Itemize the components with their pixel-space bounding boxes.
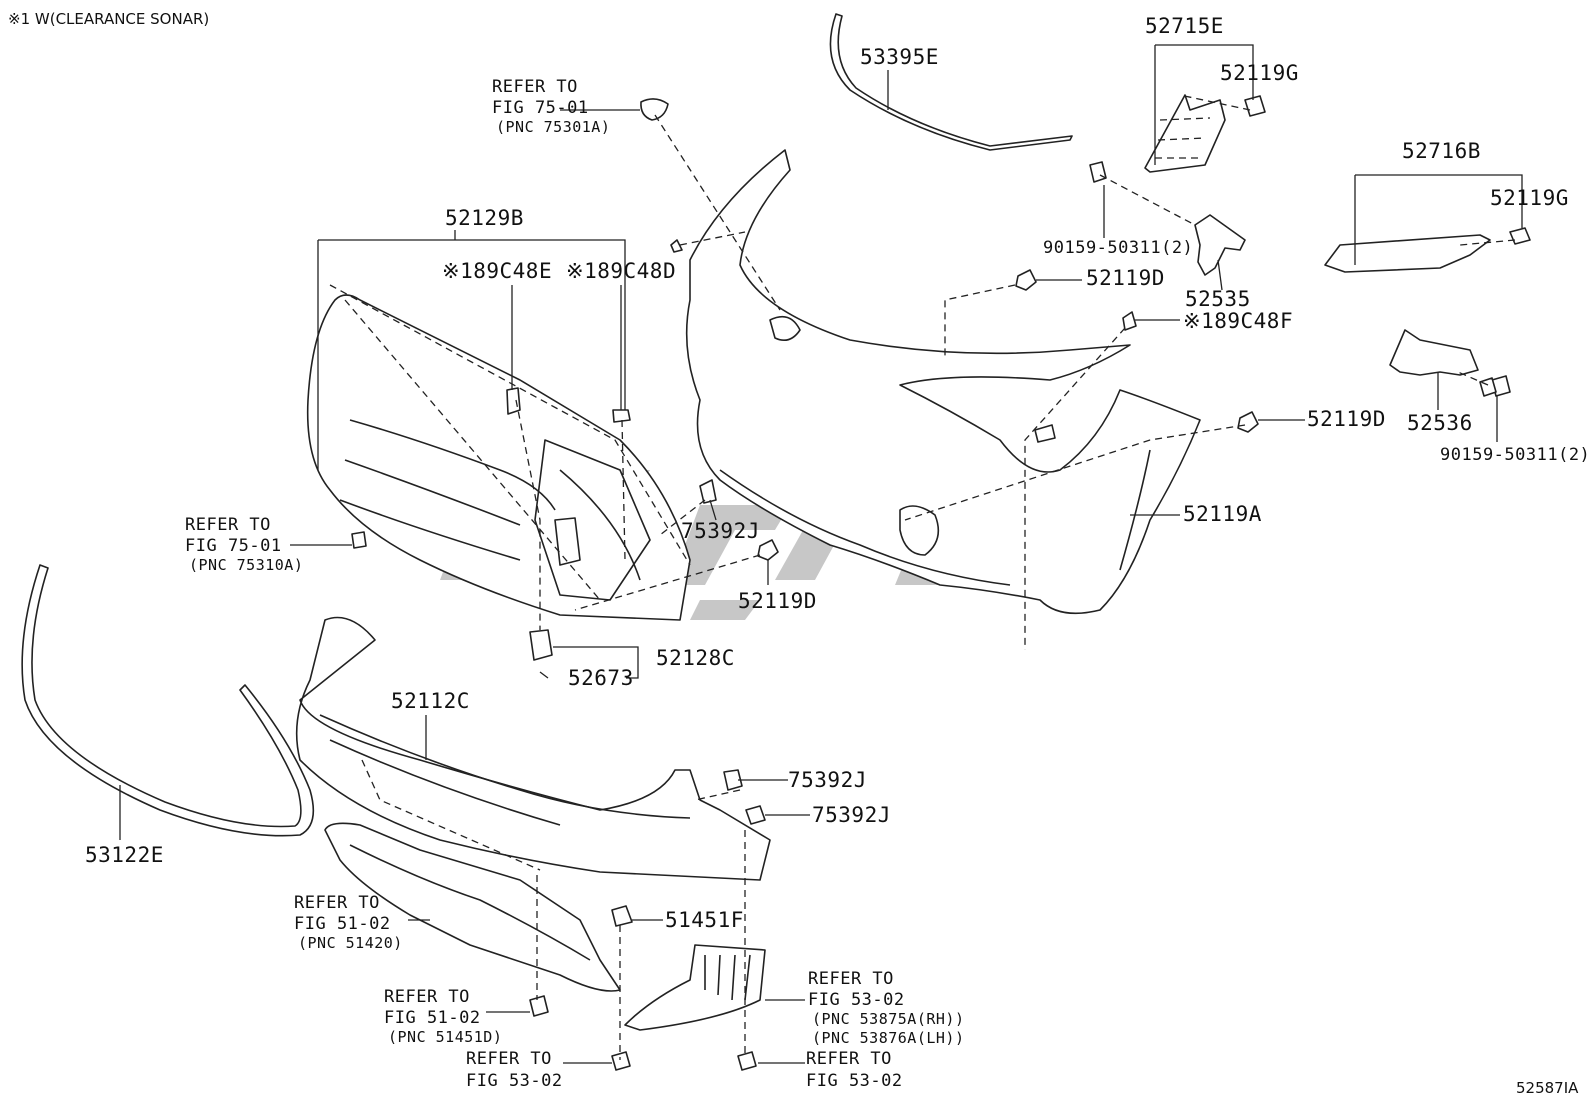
svg-text:(PNC 53876A(LH)): (PNC 53876A(LH))	[812, 1029, 965, 1047]
label-53395E: 53395E	[860, 45, 939, 69]
label-189C48E: ※189C48E	[442, 259, 552, 283]
label-189C48F: ※189C48F	[1183, 309, 1293, 333]
svg-text:REFER TO: REFER TO	[806, 1049, 892, 1069]
molding-53122E-drawing	[21, 564, 315, 837]
clip-small-top-icon	[670, 239, 683, 253]
label-52128C: 52128C	[656, 646, 735, 670]
label-51451F: 51451F	[665, 908, 744, 932]
ref-under-cover: REFER TO FIG 51-02 (PNC 51420)	[294, 893, 403, 952]
splash-shield-drawing	[624, 944, 766, 1031]
svg-text:REFER TO: REFER TO	[466, 1049, 552, 1069]
label-52673: 52673	[568, 666, 634, 690]
svg-text:REFER TO: REFER TO	[185, 515, 271, 535]
clip-52119D-a-icon	[1015, 269, 1037, 291]
label-52119G-top: 52119G	[1220, 61, 1299, 85]
label-52536: 52536	[1407, 411, 1473, 435]
clip-51451F-icon	[611, 905, 633, 927]
ref-under-bolt: REFER TO FIG 51-02 (PNC 51451D)	[384, 987, 502, 1046]
figure-id: 52587IA	[1516, 1079, 1579, 1097]
label-75392J-2: 75392J	[788, 768, 867, 792]
clip-75392J-c-icon	[745, 805, 766, 825]
assembly-dashes	[329, 94, 1516, 1060]
absorber-52112C-drawing	[295, 616, 771, 881]
svg-text:FIG 53-02: FIG 53-02	[466, 1071, 563, 1091]
bolt-bottom-icon	[611, 1051, 631, 1071]
svg-text:FIG 53-02: FIG 53-02	[808, 990, 905, 1010]
clip-52119D-b-icon	[1237, 411, 1259, 433]
grille-52129B-drawing	[306, 294, 691, 621]
spring-52673-icon	[529, 629, 553, 661]
bracket-52535-drawing	[1089, 161, 1246, 276]
svg-text:FIG 53-02: FIG 53-02	[806, 1071, 903, 1091]
svg-text:(PNC 75310A): (PNC 75310A)	[189, 556, 303, 574]
label-52129B: 52129B	[445, 206, 524, 230]
clip-189C48E-icon	[506, 387, 521, 415]
label-52119D-1: 52119D	[1086, 266, 1165, 290]
header-note: ※1 W(CLEARANCE SONAR)	[8, 10, 209, 28]
svg-text:FIG 75-01: FIG 75-01	[492, 98, 589, 118]
ref-bottom-clip: REFER TO FIG 53-02	[466, 1049, 563, 1091]
svg-text:(PNC 51420): (PNC 51420)	[298, 934, 403, 952]
label-90159-top: 90159-50311(2)	[1043, 238, 1193, 258]
svg-text:(PNC 53875A(RH)): (PNC 53875A(RH))	[812, 1010, 965, 1028]
svg-text:REFER TO: REFER TO	[492, 77, 578, 97]
bumper-cover-52119A-drawing	[685, 149, 1201, 615]
label-52535: 52535	[1185, 287, 1251, 311]
clip-52119D-c-icon	[757, 539, 779, 561]
svg-text:(PNC 75301A): (PNC 75301A)	[496, 118, 610, 136]
label-189C48D: ※189C48D	[566, 259, 676, 283]
under-cover-drawing	[324, 822, 621, 992]
ref-splash-shield: REFER TO FIG 53-02 (PNC 53875A(RH)) (PNC…	[808, 969, 965, 1047]
label-90159-right: 90159-50311(2)	[1440, 445, 1590, 465]
svg-text:REFER TO: REFER TO	[384, 987, 470, 1007]
ref-shield-clip: REFER TO FIG 53-02	[806, 1049, 903, 1091]
svg-text:REFER TO: REFER TO	[294, 893, 380, 913]
clip-75392J-b-icon	[723, 769, 743, 791]
leader-lines	[119, 44, 1523, 1064]
svg-text:FIG 75-01: FIG 75-01	[185, 536, 282, 556]
svg-text:FIG 51-02: FIG 51-02	[294, 914, 391, 934]
ref-grille-emblem: REFER TO FIG 75-01 (PNC 75310A)	[185, 515, 303, 574]
label-52119A: 52119A	[1183, 502, 1262, 526]
label-52119D-3: 52119D	[738, 589, 817, 613]
clip-189C48D-icon	[612, 409, 631, 423]
label-52112C: 52112C	[391, 689, 470, 713]
bracket-52716B-drawing	[1324, 227, 1531, 273]
label-75392J-3: 75392J	[812, 803, 891, 827]
label-52715E: 52715E	[1145, 14, 1224, 38]
ref-emblem: REFER TO FIG 75-01 (PNC 75301A)	[492, 77, 610, 136]
label-53122E: 53122E	[85, 843, 164, 867]
bolt-51451D-icon	[529, 995, 549, 1017]
label-75392J-1: 75392J	[681, 519, 760, 543]
bracket-52715E-drawing	[1144, 94, 1266, 173]
emblem-part-icon	[640, 98, 669, 121]
clip-hardware	[506, 98, 1497, 1071]
screw-90159-right-icon	[1479, 377, 1497, 397]
svg-text:FIG 51-02: FIG 51-02	[384, 1008, 481, 1028]
clip-75392J-a-icon	[699, 479, 717, 504]
clip-189C48F-icon	[1122, 311, 1137, 331]
label-52119D-2: 52119D	[1307, 407, 1386, 431]
molding-53395E-drawing	[829, 13, 1073, 151]
svg-text:REFER TO: REFER TO	[808, 969, 894, 989]
clip-shield-icon	[737, 1051, 757, 1071]
svg-text:(PNC 51451D): (PNC 51451D)	[388, 1028, 502, 1046]
label-52119G-right: 52119G	[1490, 186, 1569, 210]
label-52716B: 52716B	[1402, 139, 1481, 163]
